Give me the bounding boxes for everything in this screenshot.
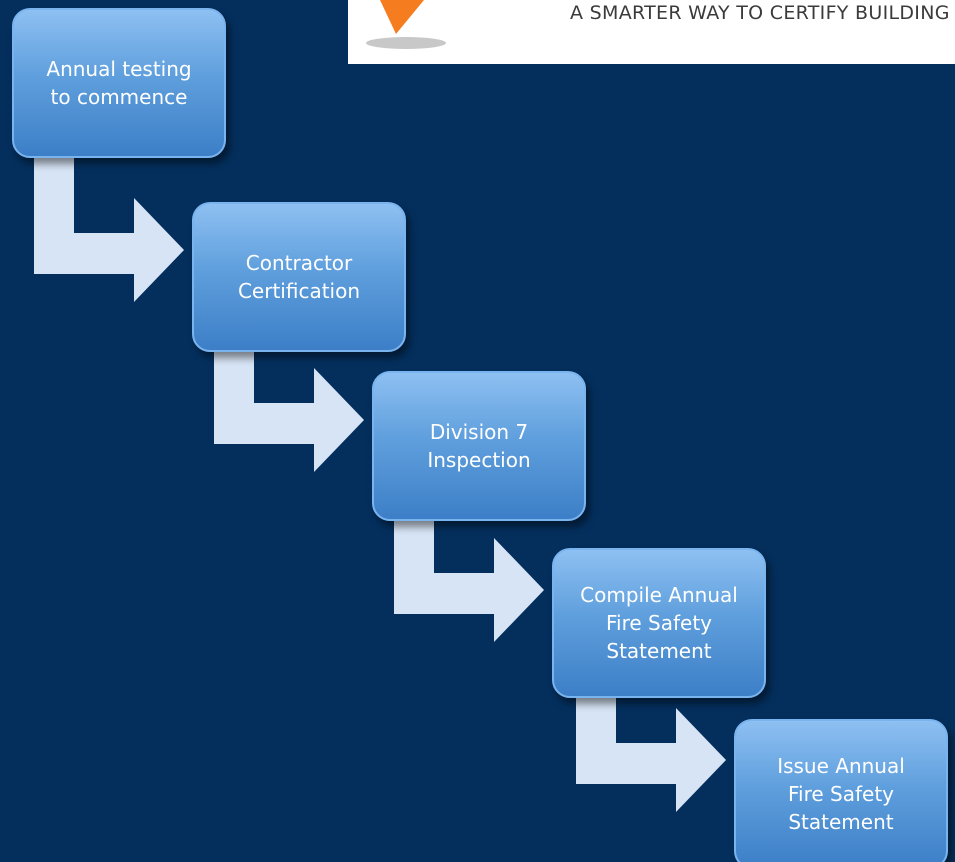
logo-mark-icon [366, 0, 446, 49]
logo-tagline: A SMARTER WAY TO CERTIFY BUILDING [570, 2, 950, 24]
arrow-4-to-5 [576, 668, 726, 812]
step-contractor-certification: Contractor Certification [192, 202, 406, 352]
arrow-1-to-2 [34, 158, 184, 302]
step-label: Division 7 Inspection [427, 420, 531, 472]
logo-banner: A SMARTER WAY TO CERTIFY BUILDING [348, 0, 955, 64]
step-issue-statement: Issue Annual Fire Safety Statement [734, 719, 948, 862]
step-label: Issue Annual Fire Safety Statement [777, 754, 905, 834]
step-label: Annual testing to commence [46, 57, 192, 109]
step-label: Compile Annual Fire Safety Statement [580, 583, 738, 663]
arrow-3-to-4 [394, 498, 544, 642]
step-annual-testing: Annual testing to commence [12, 8, 226, 158]
step-division-7-inspection: Division 7 Inspection [372, 371, 586, 521]
arrow-2-to-3 [214, 328, 364, 472]
step-compile-statement: Compile Annual Fire Safety Statement [552, 548, 766, 698]
step-label: Contractor Certification [237, 251, 361, 303]
